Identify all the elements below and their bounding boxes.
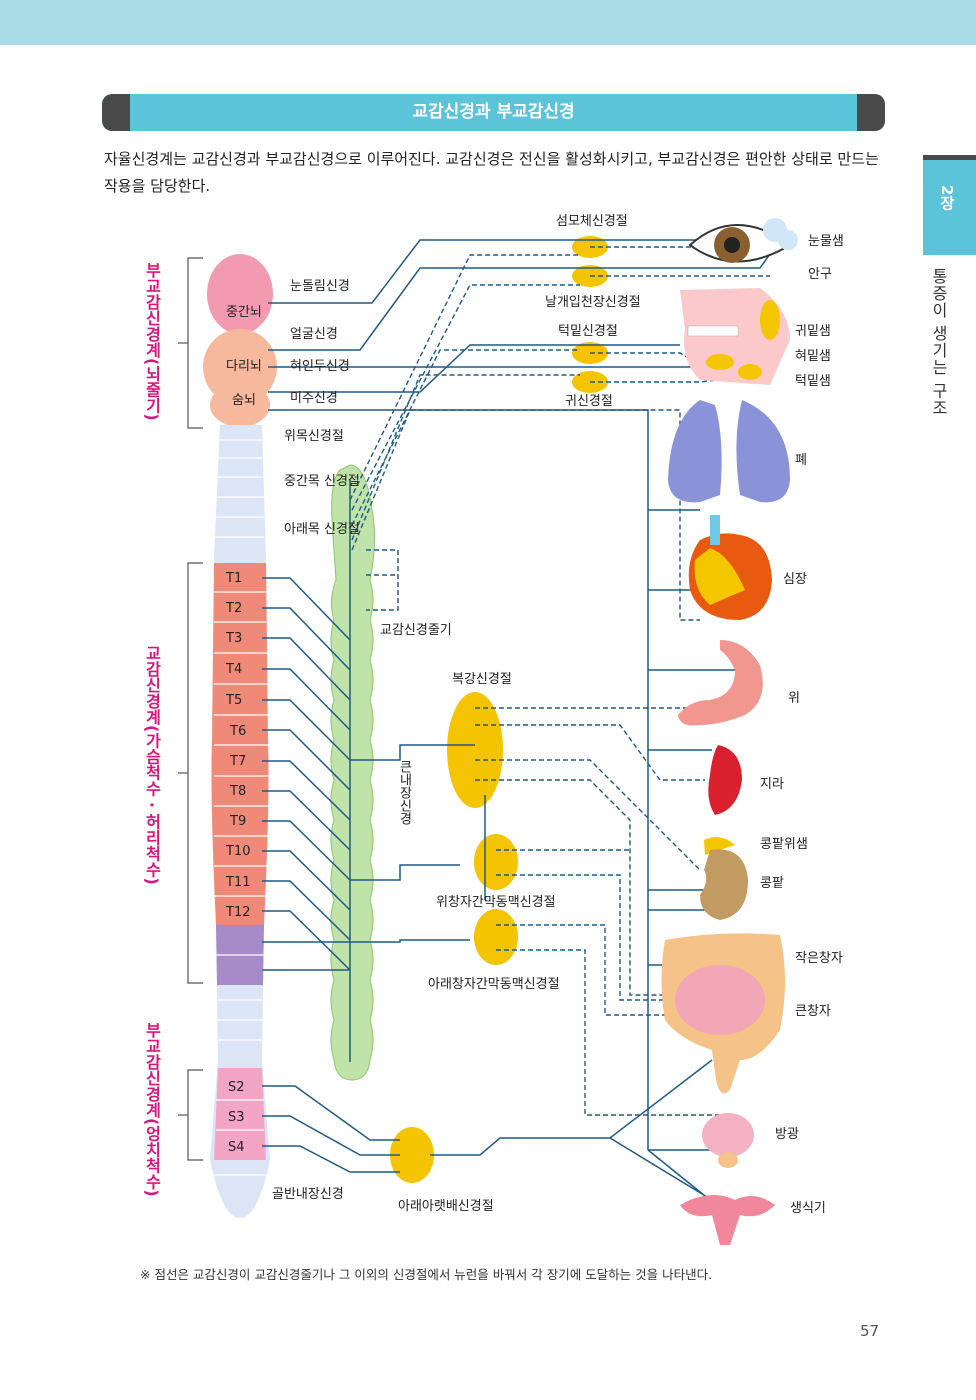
brain-midbrain: 중간뇌 xyxy=(226,305,262,320)
segment-t1: T1 xyxy=(225,571,242,586)
label-oculomotor-nerve: 눈돌림신경 xyxy=(290,279,350,294)
segment-t5: T5 xyxy=(225,693,242,708)
segment-t11: T11 xyxy=(225,875,250,890)
segment-s2: S2 xyxy=(228,1080,245,1095)
label-ciliary-ganglion: 섬모체신경절 xyxy=(556,214,628,229)
brain-pons: 다리뇌 xyxy=(226,359,262,374)
label-celiac-ganglion: 복강신경절 xyxy=(452,672,512,687)
side-label-parasympathetic-sacral: 부교감신경계(엉치척수) xyxy=(143,1022,162,1197)
segment-t7: T7 xyxy=(229,754,246,769)
segment-t3: T3 xyxy=(225,631,242,646)
side-label-sympathetic: 교감신경계(가슴척수 · 허리척수) xyxy=(143,645,162,885)
label-facial-nerve: 얼굴신경 xyxy=(290,327,338,342)
segment-t8: T8 xyxy=(229,784,246,799)
top-band xyxy=(0,0,976,45)
footnote: ※ 점선은 교감신경이 교감신경줄기나 그 이외의 신경절에서 뉴런을 바꿔서 … xyxy=(140,1267,713,1282)
thoracic-labels: T1 T2 T3 T4 T5 T6 T7 T8 T9 T10 T11 T12 S… xyxy=(225,571,250,1155)
ganglia xyxy=(390,236,608,1183)
labels: 섬모체신경절 날개입천장신경절 턱밑신경절 귀신경절 눈돌림신경 얼굴신경 혀인… xyxy=(272,214,844,1216)
segment-t9: T9 xyxy=(229,814,246,829)
label-otic-ganglion: 귀신경절 xyxy=(565,394,613,409)
title-bar-left-cap xyxy=(102,94,130,131)
label-bladder: 방광 xyxy=(775,1127,799,1142)
label-sympathetic-trunk: 교감신경줄기 xyxy=(380,623,452,638)
brain-stem xyxy=(203,254,277,427)
label-lacrimal-gland: 눈물샘 xyxy=(808,234,844,249)
section-title: 교감신경과 부교감신경 xyxy=(412,102,575,122)
brackets xyxy=(178,257,203,1161)
label-spleen: 지라 xyxy=(760,777,784,792)
label-sublingual-gland: 혀밑샘 xyxy=(795,349,831,364)
label-submandibular-gland: 턱밑샘 xyxy=(795,374,831,389)
label-inferior-hypogastric-ganglion: 아래아랫배신경절 xyxy=(398,1199,494,1214)
chapter-tab: 2장 xyxy=(923,155,976,255)
organ-eye xyxy=(688,218,798,263)
label-middle-cervical-ganglion: 중간목 신경절 xyxy=(284,474,360,489)
chapter-tab-label: 2장 xyxy=(938,185,956,211)
label-stomach: 위 xyxy=(788,691,800,706)
chapter-title: 통증이 생기는 구조 xyxy=(929,268,948,417)
intro-text: 자율신경계는 교감신경과 부교감신경으로 이루어진다. 교감신경은 전신을 활성… xyxy=(104,150,879,195)
label-superior-mesenteric-ganglion: 위창자간막동맥신경절 xyxy=(436,895,556,910)
label-inferior-cervical-ganglion: 아래목 신경절 xyxy=(284,522,360,537)
label-pelvic-splanchnic-nerve: 골반내장신경 xyxy=(272,1187,344,1202)
label-vagus-nerve: 미주신경 xyxy=(290,391,338,406)
label-adrenal-gland: 콩팥위샘 xyxy=(760,837,808,852)
segment-s4: S4 xyxy=(228,1140,245,1155)
organ-face-glands xyxy=(680,288,790,385)
segment-t2: T2 xyxy=(225,601,242,616)
spinal-segment-lines xyxy=(214,439,268,1176)
chapter-tab-line xyxy=(923,155,976,160)
organ-stomach xyxy=(678,640,763,726)
brain-medulla: 숨뇌 xyxy=(232,393,256,408)
label-eyeball: 안구 xyxy=(808,267,832,282)
organ-bladder xyxy=(702,1113,754,1168)
segment-t6: T6 xyxy=(229,724,246,739)
label-submandibular-ganglion: 턱밑신경절 xyxy=(558,324,618,339)
organ-spleen xyxy=(708,745,742,815)
label-reproductive-organs: 생식기 xyxy=(790,1201,826,1216)
side-label-parasympathetic-brain: 부교감신경계(뇌줄기) xyxy=(143,262,162,421)
organ-intestines xyxy=(661,933,785,1094)
label-small-intestine: 작은창자 xyxy=(795,951,843,966)
label-inferior-mesenteric-ganglion: 아래창자간막동맥신경절 xyxy=(428,977,560,992)
organ-lungs xyxy=(668,400,790,503)
label-glossopharyngeal-nerve: 혀인두신경 xyxy=(290,359,350,374)
segment-t4: T4 xyxy=(225,662,242,677)
segment-t12: T12 xyxy=(225,905,250,920)
label-pterygopalatine-ganglion: 날개입천장신경절 xyxy=(545,295,641,310)
label-kidney: 콩팥 xyxy=(760,876,784,891)
label-superior-cervical-ganglion: 위목신경절 xyxy=(284,429,344,444)
title-bar-right-cap xyxy=(857,94,885,131)
organ-adrenal-kidney xyxy=(700,836,748,920)
label-parotid-gland: 귀밑샘 xyxy=(795,324,831,339)
segment-s3: S3 xyxy=(228,1110,245,1125)
page-number: 57 xyxy=(860,1322,880,1340)
label-heart: 심장 xyxy=(783,572,807,587)
sympathetic-trunk xyxy=(330,464,376,1081)
label-splanchnic-nerve: 큰내장신경 xyxy=(397,760,412,825)
label-lung: 폐 xyxy=(795,453,807,468)
label-large-intestine: 큰창자 xyxy=(795,1004,831,1019)
organ-reproductive xyxy=(680,1195,775,1245)
organ-heart xyxy=(688,515,772,620)
segment-t10: T10 xyxy=(225,844,250,859)
section-title-bar: 교감신경과 부교감신경 xyxy=(102,94,885,131)
